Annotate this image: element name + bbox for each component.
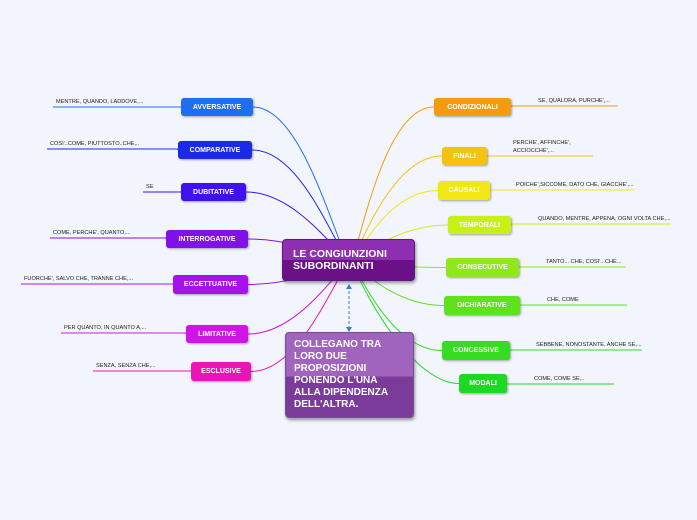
description-line-4: PONENDO L'UNA (294, 375, 378, 386)
node-interrogative[interactable]: INTERROGATIVE (166, 230, 248, 248)
relationship-arrow-up (346, 284, 352, 289)
central-topic-line-2: SUBORDINANTI (293, 260, 374, 272)
note-dubitative: SE (146, 184, 154, 190)
node-temporali[interactable]: TEMPORALI (448, 216, 511, 234)
underline-modali (506, 383, 614, 385)
underline-temporali (510, 223, 671, 225)
node-esclusive[interactable]: ESCLUSIVE (191, 362, 251, 381)
underline-limitative (61, 332, 187, 334)
central-topic-line-1: LE CONGIUNZIONI (293, 248, 387, 260)
node-finali[interactable]: FINALI (442, 147, 487, 165)
note-concessive: SEBBENE, NONOSTANTE, ANCHE SE,... (536, 342, 642, 348)
note-causali: POICHE',SICCOME, DATO CHE, GIACCHE',... (516, 182, 634, 188)
note-avversative: MENTRE, QUANDO, LADDOVE,... (56, 99, 144, 105)
note-interrogative: COME, PERCHE', QUANTO,... (53, 230, 131, 236)
description-line-6: DELL'ALTRA. (294, 399, 359, 410)
node-consecutive[interactable]: CONSECUTIVE (446, 258, 519, 277)
note-modali: COME, COME SE,.. (534, 376, 585, 382)
node-eccettuative[interactable]: ECCETTUATIVE (173, 275, 248, 294)
node-modali[interactable]: MODALI (459, 374, 507, 393)
description-line-3: PROPOSIZIONI (294, 363, 367, 374)
underline-dichiarative (519, 304, 627, 306)
description-line-2: LORO DUE (294, 351, 347, 362)
underline-concessive (509, 349, 642, 351)
node-dichiarative[interactable]: DICHIARATIVE (444, 296, 520, 315)
note-eccettuative: FUORCHE', SALVO CHE, TRANNE CHE,... (24, 276, 134, 282)
node-condizionali[interactable]: CONDIZIONALI (434, 98, 511, 116)
note-comparative: COSI'..COME, PIUTTOSTO..CHE,.. (50, 141, 140, 147)
note-limitative: PER QUANTO, IN QUANTO A,... (64, 325, 147, 331)
underline-condizionali (510, 105, 618, 107)
description-topic[interactable]: COLLEGANO TRA LORO DUE PROPOSIZIONI PONE… (285, 332, 414, 418)
note-condizionali: SE, QUALORA, PURCHE',... (538, 98, 610, 104)
underline-interrogative (50, 237, 167, 239)
central-topic[interactable]: LE CONGIUNZIONI SUBORDINANTI (282, 239, 415, 281)
node-avversative[interactable]: AVVERSATIVE (181, 98, 253, 116)
note-consecutive: TANTO... CHE, COSI'...CHE... (546, 259, 622, 265)
node-comparative[interactable]: COMPARATIVE (178, 141, 252, 159)
note-finali: PERCHE', AFFINCHE', ACCIOCCHE',... (513, 140, 571, 154)
underline-eccettuative (21, 283, 174, 285)
note-esclusive: SENZA, SENZA CHE,... (96, 363, 156, 369)
node-concessive[interactable]: CONCESSIVE (442, 341, 510, 360)
note-temporali: QUANDO, MENTRE, APPENA, OGNI VOLTA CHE,.… (538, 216, 671, 222)
relationship-arrow-down (346, 327, 352, 332)
note-dichiarative: CHE, COME (547, 297, 579, 303)
node-limitative[interactable]: LIMITATIVE (186, 325, 248, 343)
description-line-5: ALLA DIPENDENZA (294, 387, 389, 398)
underline-comparative (47, 148, 179, 150)
underline-causali (489, 189, 634, 191)
node-causali[interactable]: CAUSALI (438, 181, 490, 200)
underline-consecutive (518, 266, 626, 268)
underline-esclusive (93, 370, 192, 372)
description-line-1: COLLEGANO TRA (294, 339, 382, 350)
node-dubitative[interactable]: DUBITATIVE (181, 183, 246, 201)
